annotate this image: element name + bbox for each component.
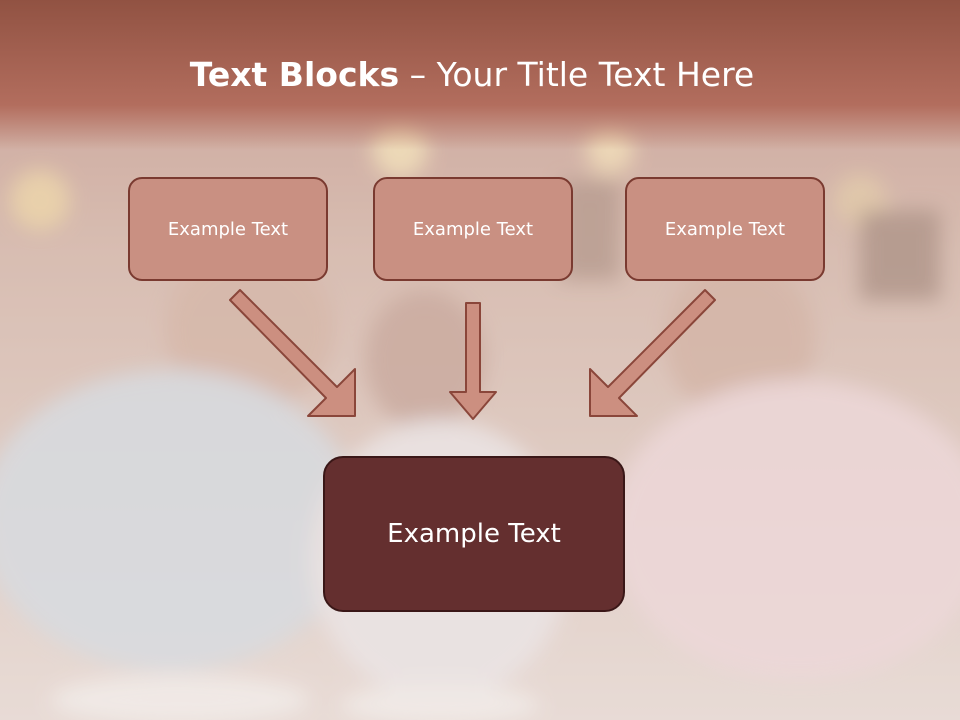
text-block-top-center[interactable]: Example Text [373,177,573,281]
text-block-top-right[interactable]: Example Text [625,177,825,281]
header-band [0,0,960,150]
text-block-main-label: Example Text [387,519,561,549]
text-block-top-left-label: Example Text [167,218,289,240]
title-bold: Text Blocks [189,55,400,94]
text-block-top-left[interactable]: Example Text [128,177,328,281]
title-separator: – [399,55,437,94]
text-block-main[interactable]: Example Text [323,456,625,612]
slide-title: Text Blocks – Your Title Text Here [0,52,944,98]
text-block-top-center-label: Example Text [412,218,534,240]
title-rest: Your Title Text Here [436,55,755,94]
text-block-top-right-label: Example Text [664,218,786,240]
